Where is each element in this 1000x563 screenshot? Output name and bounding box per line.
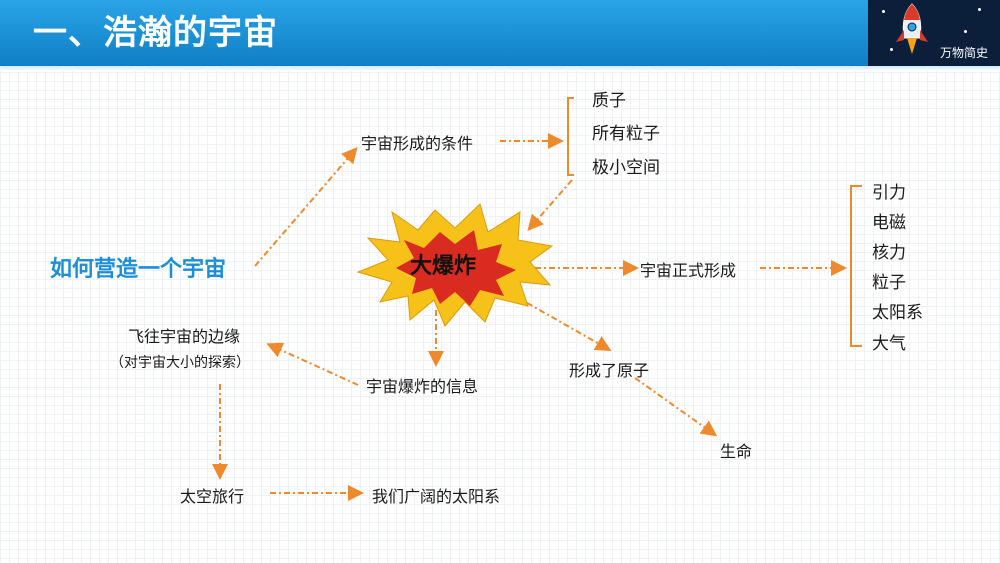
star-icon <box>882 10 885 13</box>
arrow-bigbang-to-atoms <box>514 295 612 351</box>
node-info: 宇宙爆炸的信息 <box>366 377 479 396</box>
node-start: 如何营造一个宇宙 <box>50 257 227 282</box>
node-edge: 飞往宇宙的边缘 <box>128 327 241 346</box>
star-icon <box>978 8 981 11</box>
condition-item: 质子 <box>592 91 626 111</box>
rocket-icon <box>896 3 928 54</box>
explosion-burst-inner <box>396 230 516 306</box>
node-solar-system: 我们广阔的太阳系 <box>372 487 501 506</box>
star-icon <box>890 48 893 51</box>
formation-item: 引力 <box>872 183 906 203</box>
formation-item: 粒子 <box>872 273 906 293</box>
node-edge-note: （对宇宙大小的探索） <box>110 355 250 371</box>
node-life: 生命 <box>720 442 753 461</box>
condition-item: 所有粒子 <box>592 124 660 144</box>
node-atoms: 形成了原子 <box>569 361 650 380</box>
bracket-conditions <box>567 97 574 176</box>
formation-item: 大气 <box>872 334 906 354</box>
arrow-start-to-conditions <box>254 146 358 267</box>
page-title: 一、浩瀚的宇宙 <box>33 13 278 53</box>
arrow-atoms-to-life <box>634 377 718 437</box>
title-bar-strip <box>0 66 1000 71</box>
star-icon <box>964 30 967 33</box>
formation-item: 核力 <box>872 243 906 263</box>
node-big-bang: 大爆炸 <box>410 254 477 279</box>
brand-badge: 万物简史 <box>868 0 1000 66</box>
brand-name: 万物简史 <box>939 46 988 60</box>
bracket-formation <box>850 185 862 347</box>
formation-item: 太阳系 <box>872 303 923 323</box>
node-conditions: 宇宙形成的条件 <box>361 134 474 153</box>
title-bar: 一、浩瀚的宇宙 <box>0 0 1000 66</box>
node-travel: 太空旅行 <box>180 487 245 506</box>
condition-item: 极小空间 <box>592 158 660 178</box>
formation-item: 电磁 <box>872 213 906 233</box>
node-formation: 宇宙正式形成 <box>640 261 737 280</box>
arrow-items-to-bigbang <box>527 179 573 232</box>
arrow-info-to-edge <box>266 342 359 386</box>
